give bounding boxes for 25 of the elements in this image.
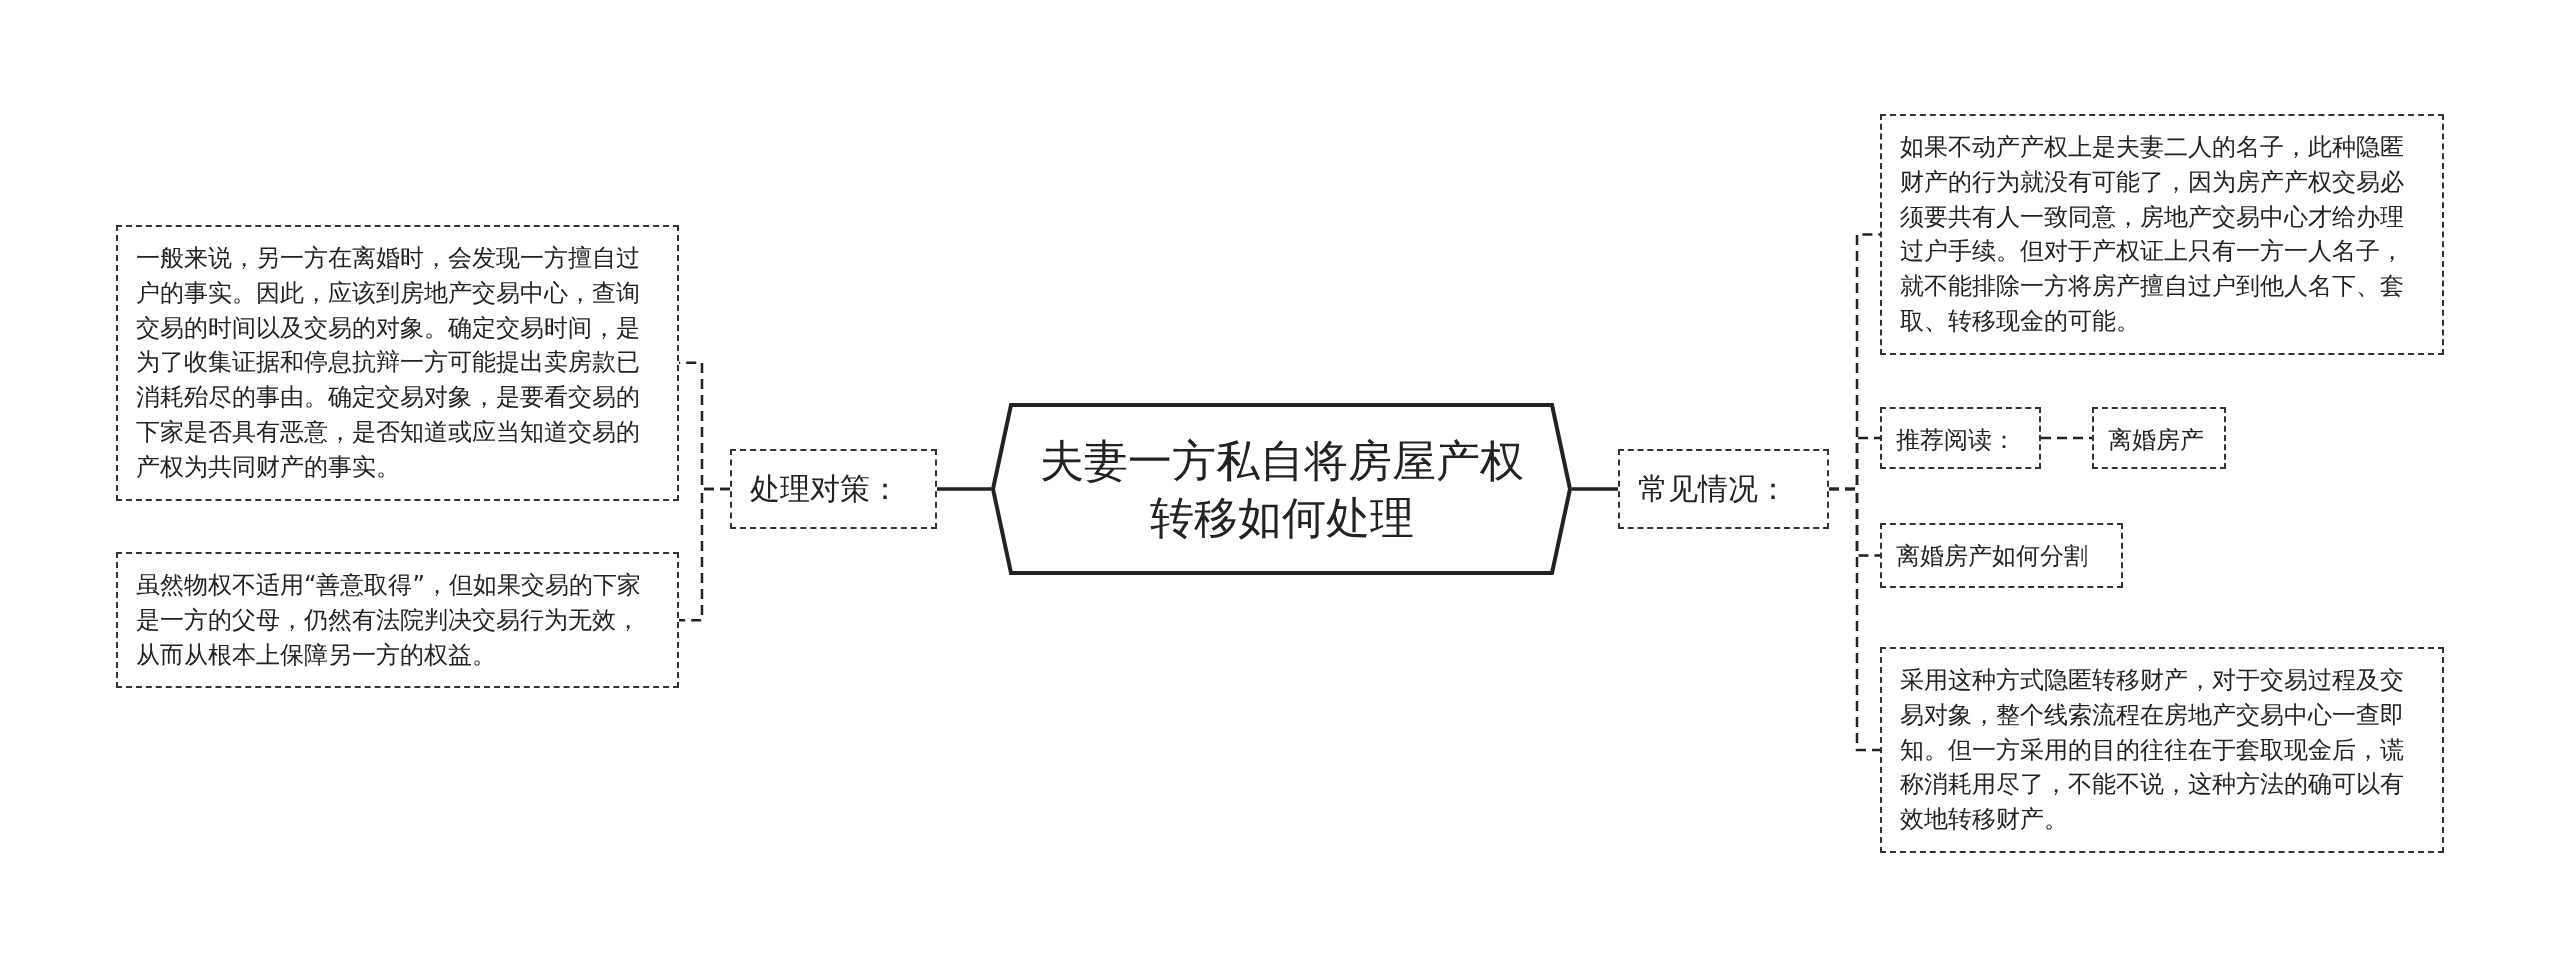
topic-box — [1618, 449, 1829, 529]
topic-text: 如果不动产产权上是夫妻二人的名子，此种隐匿财产的行为就没有可能了，因为房产产权交易必须要共有人一致同意，房地产交易中心才给办理过户手续。但对于产权证上只有一方一人名子，就不能排除一方将房产擅自过户到他人名下、套取、转移现金的可能。 — [1900, 132, 2405, 337]
connector-line — [1829, 487, 1880, 752]
topic-box — [730, 449, 937, 529]
central-topic-title: 夫妻一方私自将房屋产权转移如何处理 — [1038, 433, 1525, 545]
connector-line — [2041, 436, 2092, 440]
topic-box — [1880, 114, 2444, 355]
topic-text: 一般来说，另一方在离婚时，会发现一方擅自过户的事实。因此，应该到房地产交易中心，查询交易的时间以及交易的对象。确定交易时间，是为了收集证据和停息抗辩一方可能提出卖房款已消耗殆尽的事由。确定交易对象，是要看交易的下家是否具有恶意，是否知道或应当知道交易的产权为共同财产的事实。 — [136, 243, 641, 483]
topic-box — [1880, 647, 2444, 853]
topic-text: 推荐阅读： — [1896, 425, 2017, 456]
topic-box — [116, 225, 679, 501]
topic-text: 常见情况： — [1638, 470, 1789, 508]
topic-box — [1880, 407, 2041, 469]
connector-line — [679, 487, 730, 622]
topic-text: 虽然物权不适用“善意取得”，但如果交易的下家是一方的父母，仍然有法院判决交易行为无效，从而从根本上保障另一方的权益。 — [136, 570, 642, 671]
topic-box — [116, 552, 679, 689]
connector-line — [937, 487, 991, 491]
central-topic-hexagon — [991, 403, 1572, 575]
topic-text: 处理对策： — [750, 470, 901, 508]
topic-text: 采用这种方式隐匿转移财产，对于交易过程及交易对象，整个线索流程在房地产交易中心一查即知。但一方采用的目的往往在于套取现金后，谎称消耗用尽了，不能不说，这种方法的确可以有效地转移财产。 — [1900, 665, 2405, 836]
topic-box — [2092, 407, 2226, 469]
topic-text: 离婚房产 — [2108, 425, 2205, 456]
connector-line — [1572, 487, 1618, 491]
topic-text: 离婚房产如何分割 — [1896, 541, 2089, 572]
topic-box — [1880, 523, 2123, 588]
